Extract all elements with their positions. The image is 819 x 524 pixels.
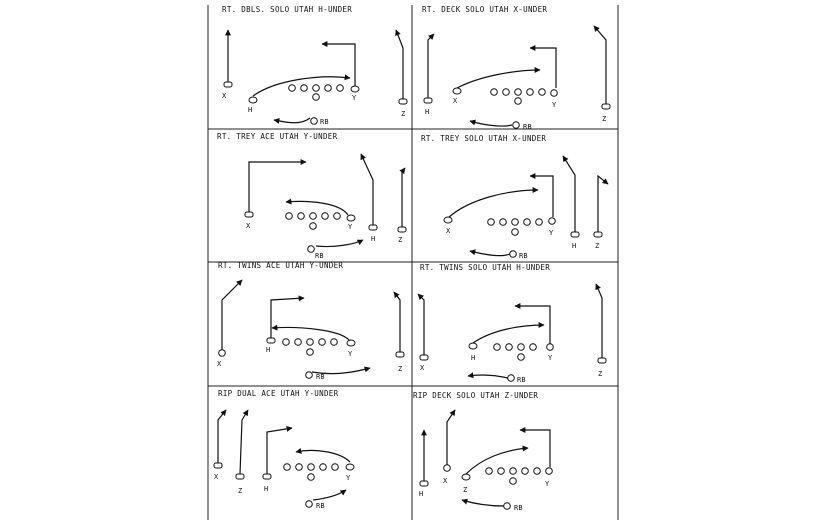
play-title: RT. DECK SOLO UTAH X-UNDER xyxy=(422,5,547,14)
z-label: Z xyxy=(463,486,467,494)
x-label: X xyxy=(214,473,219,481)
y-label: Y xyxy=(549,229,554,237)
play-title: RT. TREY SOLO UTAH X-UNDER xyxy=(421,134,546,143)
h-label: H xyxy=(248,106,252,114)
y-label: Y xyxy=(352,94,357,102)
play-title: RT. TWINS ACE UTAH Y-UNDER xyxy=(218,261,343,270)
x-label: X xyxy=(246,222,251,230)
z-label: Z xyxy=(238,487,242,495)
h-label: H xyxy=(266,346,270,354)
y-label: Y xyxy=(348,223,353,231)
z-label: Z xyxy=(401,110,405,118)
play-card-5: RT. TWINS ACE UTAH Y-UNDER X H Y Z RB xyxy=(217,261,405,381)
h-label: H xyxy=(371,235,375,243)
h-label: H xyxy=(572,242,576,250)
h-label: H xyxy=(425,108,429,116)
rb-label: RB xyxy=(316,502,325,510)
x-label: X xyxy=(443,477,448,485)
play-title: RT. TWINS SOLO UTAH H-UNDER xyxy=(420,263,550,272)
y-label: Y xyxy=(346,474,351,482)
x-label: X xyxy=(420,364,425,372)
rb-label: RB xyxy=(519,252,528,260)
play-card-3: RT. TREY ACE UTAH Y-UNDER X H Y Z RB xyxy=(217,132,407,260)
rb-label: RB xyxy=(315,252,324,260)
play-card-1: RT. DBLS. SOLO UTAH H-UNDER X H Y Z RB xyxy=(222,5,408,126)
x-label: X xyxy=(453,97,458,105)
x-label: X xyxy=(217,360,222,368)
play-card-7: RIP DUAL ACE UTAH Y-UNDER X H Y Z RB xyxy=(213,389,355,510)
h-label: H xyxy=(419,490,423,498)
z-label: Z xyxy=(398,365,402,373)
rb-label: RB xyxy=(316,373,325,381)
h-label: H xyxy=(471,354,475,362)
y-label: Y xyxy=(348,350,353,358)
rb-label: RB xyxy=(517,376,526,384)
play-title: RIP DECK SOLO UTAH Z-UNDER xyxy=(413,391,538,400)
rb-label: RB xyxy=(523,123,532,131)
y-label: Y xyxy=(548,354,553,362)
x-label: X xyxy=(222,92,227,100)
play-card-6: RT. TWINS SOLO UTAH H-UNDER X H Y Z RB xyxy=(417,263,607,384)
z-label: Z xyxy=(602,115,606,123)
z-label: Z xyxy=(595,242,599,250)
play-title: RT. TREY ACE UTAH Y-UNDER xyxy=(217,132,338,141)
h-label: H xyxy=(264,485,268,493)
z-label: Z xyxy=(598,370,602,378)
y-label: Y xyxy=(552,101,557,109)
play-title: RT. DBLS. SOLO UTAH H-UNDER xyxy=(222,5,352,14)
y-label: Y xyxy=(545,480,550,488)
rb-label: RB xyxy=(514,504,523,512)
sheet-grid xyxy=(207,5,619,520)
z-label: Z xyxy=(398,236,402,244)
play-card-8: RIP DECK SOLO UTAH Z-UNDER X H Y Z RB xyxy=(413,391,553,512)
x-label: X xyxy=(446,227,451,235)
play-title: RIP DUAL ACE UTAH Y-UNDER xyxy=(218,389,339,398)
play-card-2: RT. DECK SOLO UTAH X-UNDER X H Y Z RB xyxy=(422,5,611,131)
play-card-4: RT. TREY SOLO UTAH X-UNDER X H Y Z RB xyxy=(421,134,609,260)
rb-label: RB xyxy=(320,118,329,126)
